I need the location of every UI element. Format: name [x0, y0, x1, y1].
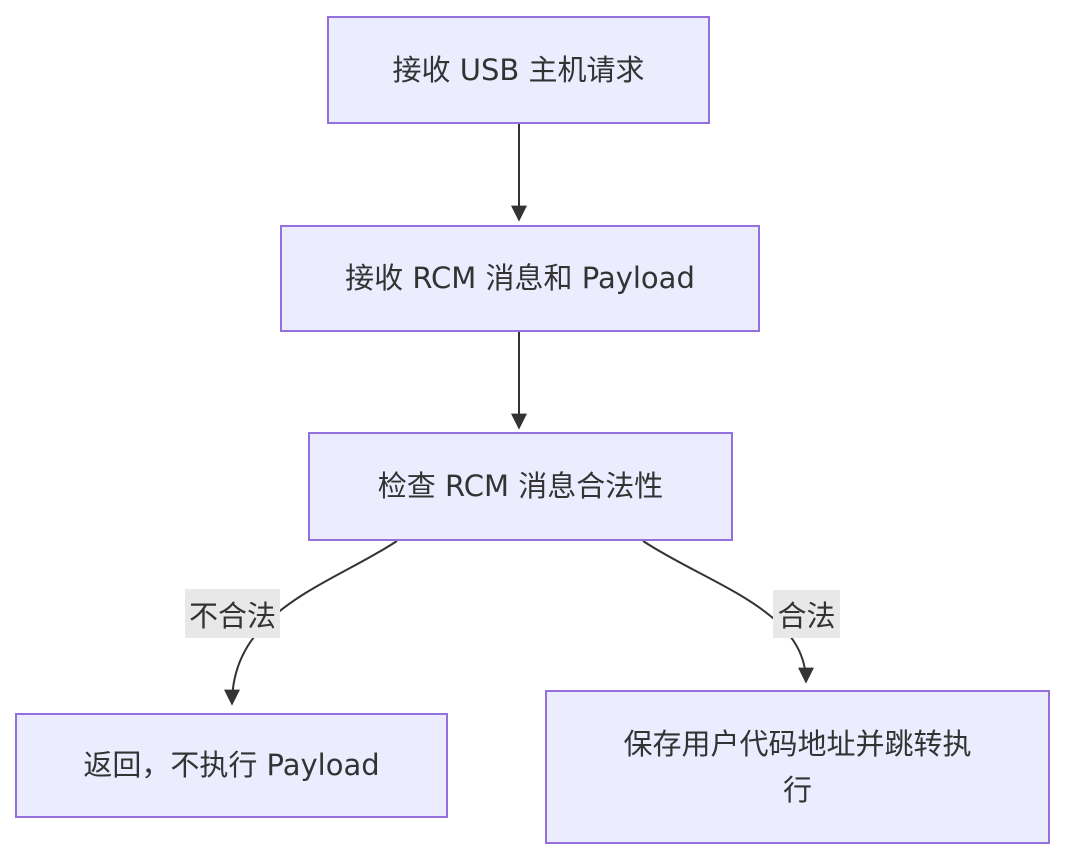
- edge-label-invalid: 不合法: [185, 589, 280, 638]
- node-label: 接收 RCM 消息和 Payload: [345, 261, 695, 296]
- node-label: 接收 USB 主机请求: [392, 52, 645, 87]
- node-receive-usb-host-request: 接收 USB 主机请求: [327, 16, 710, 124]
- node-receive-rcm-message-and-payload: 接收 RCM 消息和 Payload: [280, 225, 760, 332]
- node-return-without-executing-payload: 返回，不执行 Payload: [15, 713, 448, 818]
- node-label: 保存用户代码地址并跳转执行: [623, 726, 972, 807]
- node-label: 返回，不执行 Payload: [83, 748, 380, 783]
- node-label: 检查 RCM 消息合法性: [377, 469, 664, 504]
- node-save-user-code-address-and-jump: 保存用户代码地址并跳转执行: [545, 690, 1050, 844]
- edge-label-valid: 合法: [773, 590, 840, 638]
- node-check-rcm-message-validity: 检查 RCM 消息合法性: [308, 432, 733, 541]
